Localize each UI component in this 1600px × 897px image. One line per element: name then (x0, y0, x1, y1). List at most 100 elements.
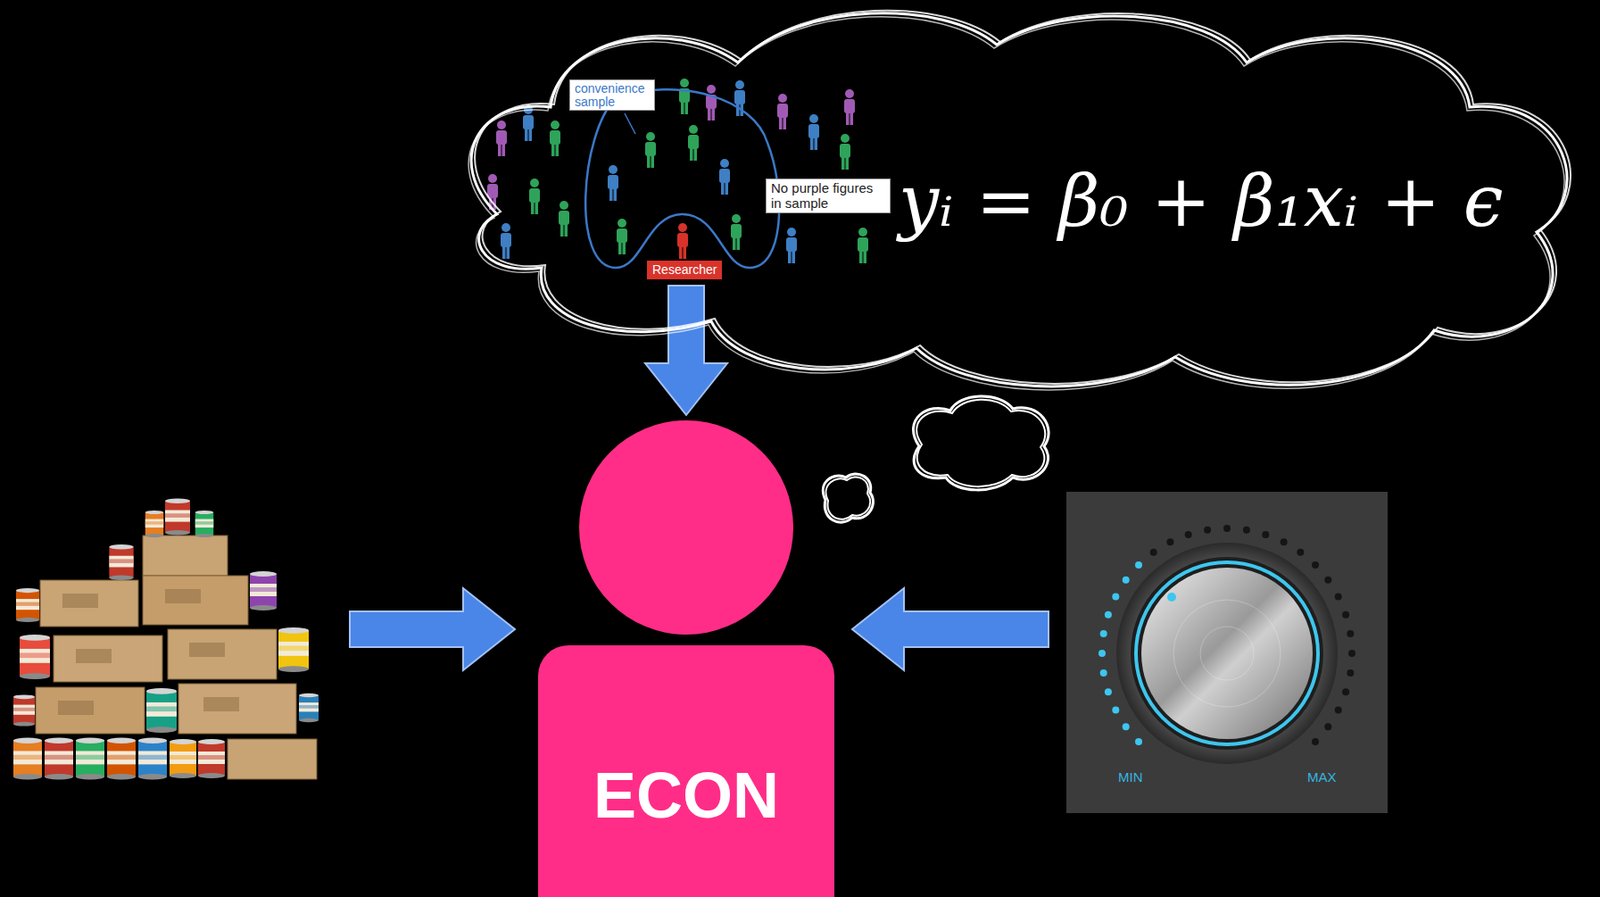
drawing-part (912, 396, 1049, 490)
drawing-part (1150, 548, 1158, 556)
figure-shape (249, 571, 277, 611)
thought-cloud: yᵢ = β₀ + β₁xᵢ + ϵ convenience sample No p… (443, 0, 1582, 286)
figure-shape (679, 78, 690, 115)
figure-shape (169, 738, 197, 779)
figure-shape (645, 132, 656, 168)
block-arrow (645, 285, 728, 415)
person-label: ECON (538, 762, 835, 828)
drawing-part (203, 696, 240, 712)
drawing-part (165, 588, 201, 604)
drawing-part (142, 575, 249, 625)
food-supplies (13, 497, 319, 780)
drawing-part (1261, 530, 1269, 539)
figure-shape (688, 124, 699, 161)
drawing-part (62, 593, 99, 608)
econ-person: ECON (538, 420, 835, 897)
figure-shape (195, 510, 214, 538)
dial-label: MAX (1307, 770, 1337, 786)
figure-shape (549, 120, 561, 157)
callout-text: No purple figures in sample (770, 181, 886, 211)
callout-text: convenience sample (574, 82, 650, 108)
drawing-part (1311, 737, 1319, 746)
figure-shape (198, 738, 225, 779)
drawing-part (1311, 561, 1319, 569)
figure-shape (607, 165, 619, 201)
drawing-part (167, 629, 277, 680)
drawing-part (1334, 706, 1343, 714)
drawing-part (35, 687, 145, 734)
callout-box: No purple figures in sample (765, 178, 891, 214)
drawing-part (1111, 706, 1120, 714)
researcher-tag: Researcher (646, 260, 722, 280)
drawing-part (1098, 649, 1106, 657)
figure-shape (107, 737, 136, 780)
figure-shape (44, 737, 74, 780)
figure-shape (496, 120, 507, 157)
drawing-part (1116, 542, 1338, 764)
drawing-part (40, 580, 139, 627)
drawing-part (1100, 669, 1108, 677)
figure-shape (13, 737, 42, 780)
figure-shape (146, 688, 177, 733)
drawing-part (579, 420, 794, 635)
drawing-part (1173, 599, 1281, 707)
figure-shape (558, 200, 570, 237)
drawing-part (189, 642, 225, 657)
block-arrow (852, 588, 1049, 671)
drawing-part (1166, 538, 1174, 546)
drawing-part (468, 16, 1565, 390)
drawing-part (1200, 626, 1254, 680)
drawing-part (538, 645, 835, 897)
figure-shape (719, 158, 730, 195)
dial-knob (1066, 491, 1388, 813)
drawing-part (1122, 576, 1130, 584)
drawing-part (1203, 526, 1211, 534)
figure-shape (500, 223, 512, 259)
dial-panel: MIN MAX (1066, 491, 1388, 813)
callout-box: convenience sample (569, 79, 655, 111)
drawing-part (826, 476, 871, 519)
drawing-part (1223, 524, 1231, 532)
equation: yᵢ = β₀ + β₁xᵢ + ϵ (898, 160, 1504, 243)
drawing-part (822, 473, 873, 523)
block-arrow (349, 588, 515, 671)
drawing-part (916, 399, 1045, 487)
leader-line (624, 113, 636, 134)
drawing-part (1342, 688, 1350, 696)
dial-label: MIN (1118, 770, 1144, 786)
drawing-part (1342, 611, 1350, 619)
figure-shape (839, 133, 851, 170)
drawing-part (1104, 688, 1112, 696)
drawing-part (1296, 548, 1304, 556)
drawing-part (1135, 737, 1143, 746)
drawing-part (53, 635, 163, 682)
drawing-part (1348, 649, 1356, 657)
figure-shape (145, 510, 164, 538)
drawing-part (1104, 611, 1112, 619)
figure-shape (777, 93, 788, 130)
figure-shape (16, 588, 40, 622)
callout-text: Researcher (652, 262, 717, 278)
drawing-part (1324, 576, 1332, 584)
drawing-part (1111, 592, 1120, 600)
thought-bubbles (822, 396, 1049, 523)
figure-shape (138, 737, 167, 780)
drawing-part (1346, 669, 1354, 677)
drawing-part (1243, 526, 1251, 534)
drawing-part (1135, 562, 1319, 745)
figure-shape (730, 214, 742, 250)
drawing-part (1100, 630, 1108, 638)
drawing-part (474, 10, 1571, 384)
drawing-part (471, 13, 1567, 387)
figure-shape (857, 227, 869, 264)
drawing-part (1122, 722, 1130, 730)
figure-shape (844, 89, 855, 125)
drawing-part (1135, 561, 1143, 569)
drawing-part (178, 683, 297, 734)
figure-shape (108, 544, 133, 581)
figure-shape (19, 634, 50, 680)
drawing-part (1141, 567, 1313, 739)
drawing-part (1130, 556, 1324, 750)
figure-shape (616, 218, 628, 255)
